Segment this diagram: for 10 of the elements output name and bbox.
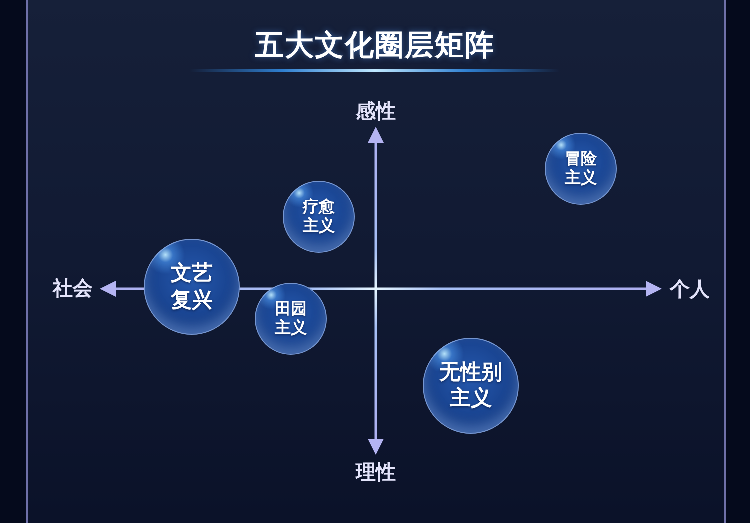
- bubble-label: 田园主义: [274, 300, 308, 338]
- title: 五大文化圈层矩阵: [255, 31, 495, 60]
- bubble-label: 冒险主义: [564, 150, 598, 188]
- bubble-label: 疗愈主义: [302, 198, 336, 236]
- axis-label: 感性: [356, 101, 396, 121]
- axis-label: 理性: [356, 462, 396, 482]
- bubble-label: 文艺复兴: [170, 260, 214, 314]
- axis-label: 社会: [53, 278, 93, 298]
- bubble-label: 无性别主义: [438, 360, 504, 412]
- axis-label: 个人: [670, 279, 710, 299]
